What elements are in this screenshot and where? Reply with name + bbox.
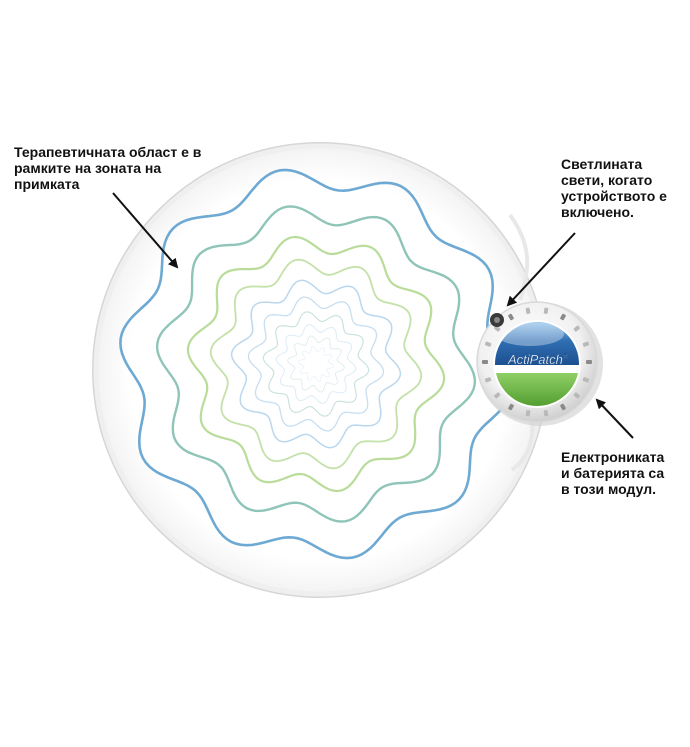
- wave-ring-6: [247, 296, 385, 432]
- callout-therapy-area: Терапевтичната област е в рамките на зон…: [14, 144, 202, 192]
- wave-ring-10: [297, 345, 335, 383]
- wave-ring-8: [275, 324, 357, 404]
- arrow-module: [595, 398, 634, 439]
- module-component: [484, 377, 492, 383]
- module-component: [508, 403, 514, 411]
- wave-ring-4: [209, 258, 423, 470]
- callout-electronics-module: Електрониката и батерията са в този моду…: [561, 449, 665, 497]
- arrow-therapy: [112, 192, 179, 269]
- wave-ring-3: [186, 235, 446, 493]
- module-component: [560, 403, 566, 411]
- wave-ring-5: [230, 279, 402, 449]
- module-component: [573, 392, 580, 399]
- wave-ring-9: [287, 335, 345, 393]
- module-component: [573, 325, 580, 332]
- module-component: [525, 410, 531, 417]
- module-component: [508, 313, 514, 321]
- module-component: [582, 377, 590, 383]
- module-component: [586, 360, 592, 364]
- brand-logo: ActiPatch®: [507, 352, 569, 367]
- module-component: [582, 341, 590, 347]
- module-component: [482, 360, 488, 364]
- module-component: [494, 392, 501, 399]
- module-component: [525, 307, 531, 314]
- lead-wire-top: [508, 213, 530, 301]
- wave-ring-1: [119, 168, 513, 560]
- callout-indicator-light: Светлината свети, когато устройството е …: [561, 156, 667, 220]
- wave-ring-7: [262, 311, 370, 417]
- module-component: [494, 325, 501, 332]
- therapy-waves: [119, 168, 513, 560]
- wave-ring-2: [155, 205, 477, 523]
- arrow-light: [506, 232, 576, 307]
- module-component: [484, 341, 492, 347]
- module-components: [482, 307, 592, 417]
- electronics-module: ActiPatch®: [476, 301, 603, 426]
- module-component: [543, 307, 549, 314]
- module-component: [560, 313, 566, 321]
- module-component: [543, 410, 549, 417]
- indicator-light: [490, 313, 504, 327]
